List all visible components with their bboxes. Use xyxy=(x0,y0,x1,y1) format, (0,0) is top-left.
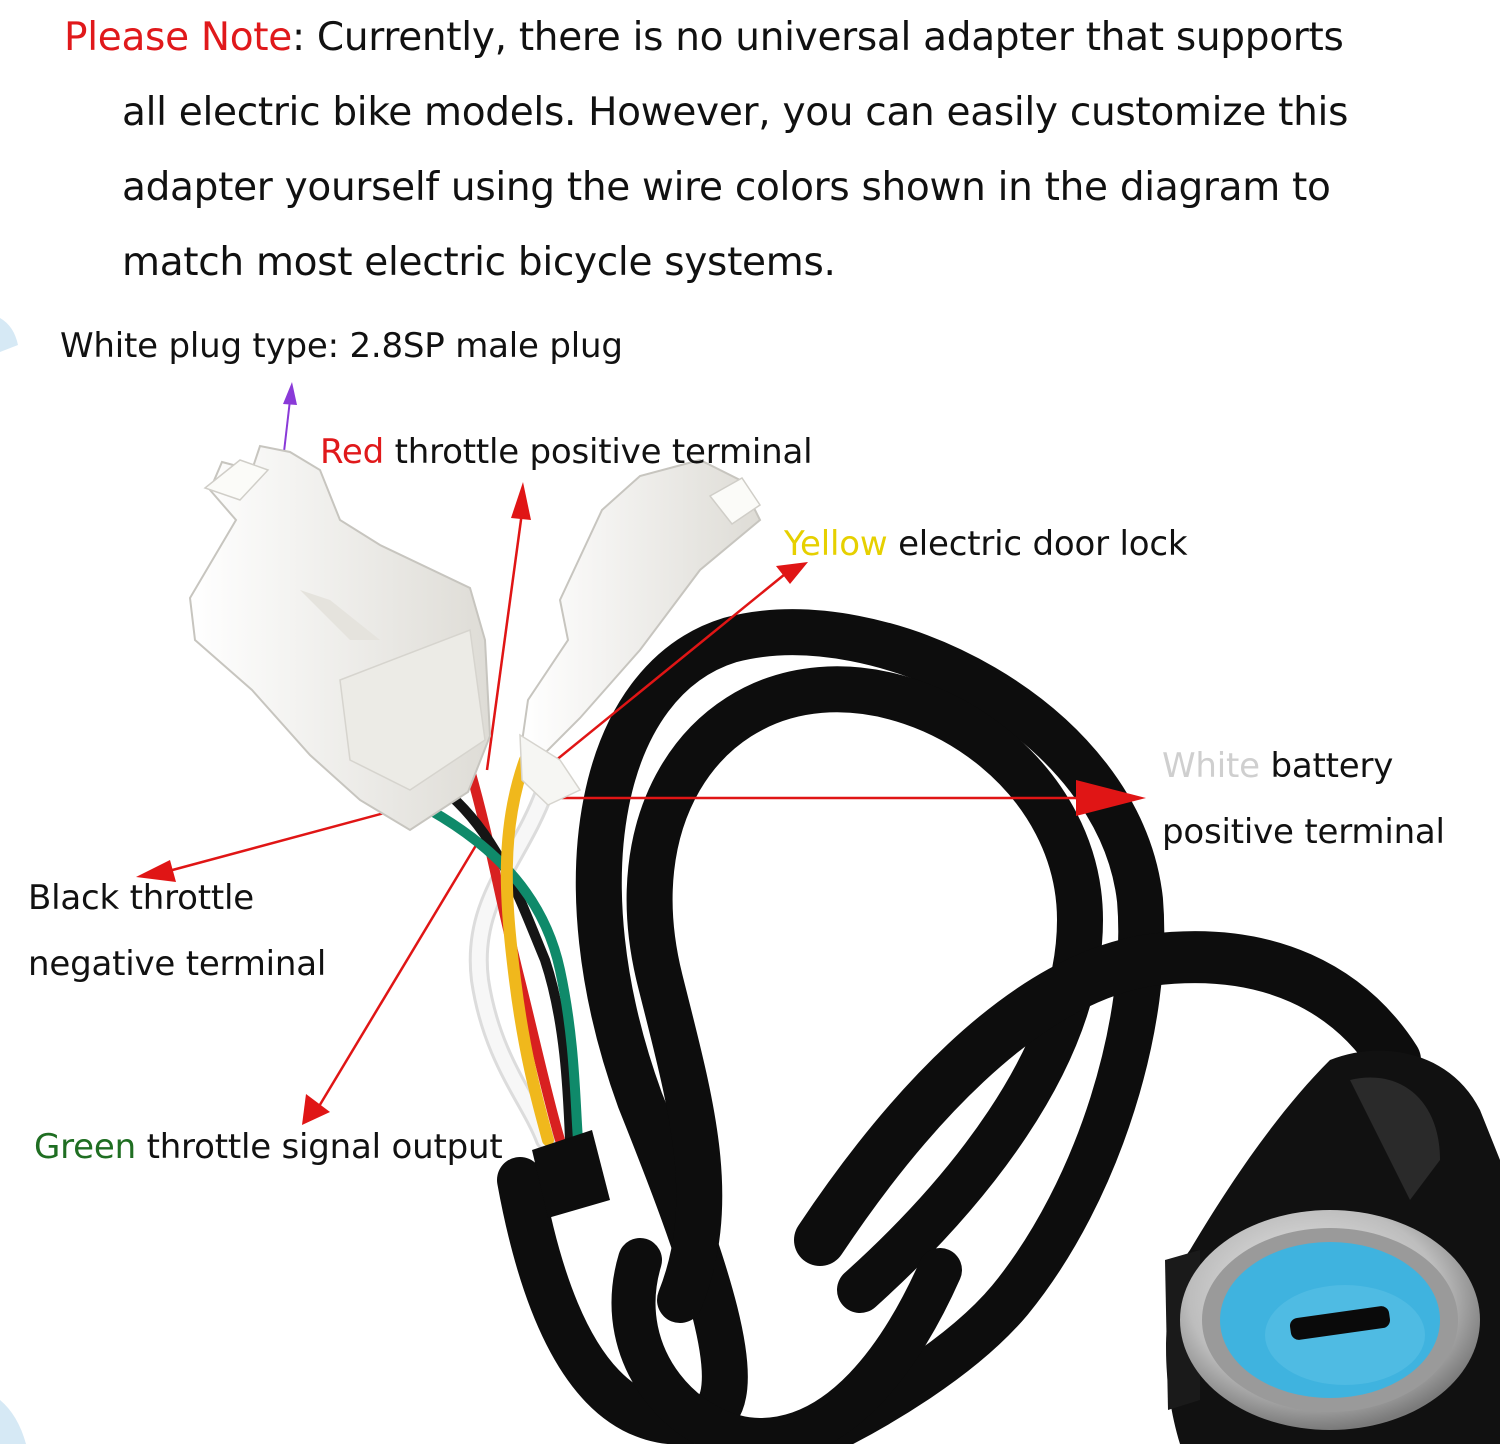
label-green-wire: Green throttle signal output xyxy=(34,1114,503,1180)
plug-6pin-latch xyxy=(203,459,270,501)
arrowheads xyxy=(136,482,1146,1125)
label-plug-type-text: White plug type: 2.8SP male plug xyxy=(60,326,623,366)
wire-yellow xyxy=(500,754,554,1146)
cable-to-switch xyxy=(794,931,1421,1266)
label-white-wire: White battery positive terminal xyxy=(1162,733,1445,865)
plug-2pin-collar xyxy=(519,733,582,806)
label-yellow-color: Yellow xyxy=(784,524,888,564)
label-red-wire: Red throttle positive terminal xyxy=(320,419,813,485)
arrow-green-wire xyxy=(316,841,480,1109)
label-red-text: throttle positive terminal xyxy=(384,432,813,472)
ignition-key-switch-icon xyxy=(1165,1050,1500,1444)
label-plug-type: White plug type: 2.8SP male plug xyxy=(60,313,623,379)
wire-white-core xyxy=(471,783,552,1147)
note-text-1: Currently, there is no universal adapter… xyxy=(304,15,1344,60)
label-black-line2: negative terminal xyxy=(28,944,327,984)
key-face-shade xyxy=(1265,1285,1425,1385)
keyhole-slot xyxy=(1289,1306,1391,1340)
left-edge-tint xyxy=(0,318,18,352)
label-green-color: Green xyxy=(34,1127,136,1167)
arrow-red-wire xyxy=(485,504,525,771)
cable-loops xyxy=(497,609,1421,1444)
plug-2pin-icon xyxy=(519,458,762,806)
arrowhead-black xyxy=(136,860,176,882)
cable-sheath-end xyxy=(532,1130,610,1218)
plug-2pin-tab xyxy=(708,477,762,526)
cable-lower-loop xyxy=(611,1238,962,1444)
switch-cap-highlight xyxy=(1350,1077,1440,1200)
label-white-color: White xyxy=(1162,746,1260,786)
wire-bundle xyxy=(425,754,583,1150)
note-line-4: match most electric bicycle systems. xyxy=(122,240,836,285)
note-line-1: Please Note: Currently, there is no univ… xyxy=(64,0,1484,75)
arrowhead-yellow xyxy=(776,562,808,584)
label-black-wire: Black throttle negative terminal xyxy=(28,865,326,997)
plug-6pin-front xyxy=(339,628,486,791)
plug-6pin-body xyxy=(188,444,492,832)
label-yellow-text: electric door lock xyxy=(887,524,1188,564)
note-line-3: adapter yourself using the wire colors s… xyxy=(122,165,1331,210)
please-note-paragraph: Please Note: Currently, there is no univ… xyxy=(64,0,1484,300)
arrowhead-red xyxy=(511,482,531,520)
plug-2pin-body xyxy=(520,458,762,762)
plug-6pin-slot xyxy=(300,590,380,640)
wire-green xyxy=(425,805,583,1145)
label-green-text: throttle signal output xyxy=(135,1127,503,1167)
cable-inner-loop xyxy=(626,666,1104,1323)
left-edge-tint-2 xyxy=(0,1400,26,1444)
label-white-line2: positive terminal xyxy=(1162,812,1445,852)
arrow-yellow-wire xyxy=(527,569,791,784)
label-red-color: Red xyxy=(320,432,384,472)
label-yellow-wire: Yellow electric door lock xyxy=(784,511,1188,577)
arrowhead-green xyxy=(302,1094,330,1125)
arrowhead-plug-type xyxy=(283,382,297,405)
note-line-2: all electric bike models. However, you c… xyxy=(122,90,1349,135)
arrowhead-white xyxy=(1076,780,1146,816)
label-white-text: battery xyxy=(1259,746,1394,786)
label-black-line1: Black throttle xyxy=(28,878,254,918)
plug-6pin-icon xyxy=(188,444,492,832)
note-lead: Please Note xyxy=(64,15,292,60)
note-separator: : xyxy=(291,15,305,60)
wire-black xyxy=(445,790,575,1145)
